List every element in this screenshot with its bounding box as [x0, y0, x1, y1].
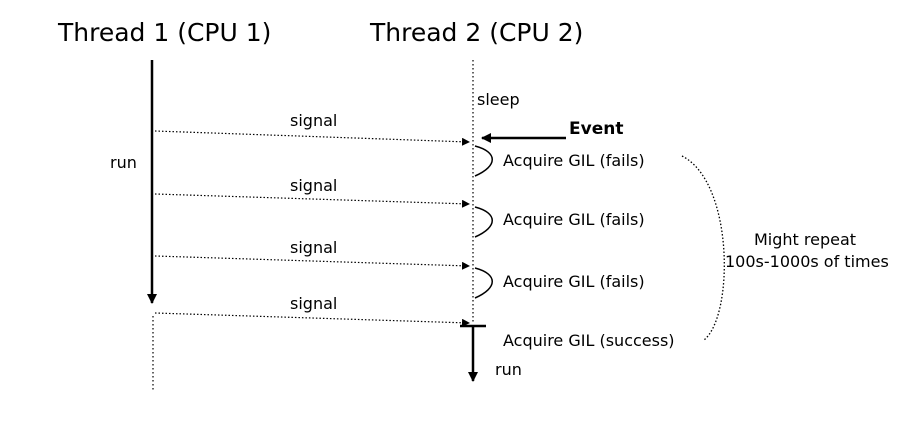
acquire-attempt-curve: [474, 267, 493, 299]
event-label: Event: [569, 119, 624, 139]
signal-label: signal: [290, 176, 338, 195]
repeat-note-line1: Might repeat: [754, 230, 857, 249]
acquire-attempt-curve: [474, 145, 493, 177]
signal-label: signal: [290, 111, 338, 130]
acquire-gil-fails-label: Acquire GIL (fails): [503, 210, 645, 229]
repeat-brace: [681, 155, 725, 341]
signal-arrow: [154, 130, 470, 146]
acquire-gil-success-label: Acquire GIL (success): [503, 331, 675, 350]
signal-arrow: [154, 193, 470, 208]
thread1-title: Thread 1 (CPU 1): [58, 18, 272, 47]
thread1-run-label: run: [110, 153, 137, 172]
repeat-note-line2: 100s-1000s of times: [725, 252, 889, 271]
sleep-label: sleep: [477, 90, 520, 109]
acquire-gil-fails-label: Acquire GIL (fails): [503, 272, 645, 291]
acquire-gil-fails-label: Acquire GIL (fails): [503, 151, 645, 170]
signal-label: signal: [290, 238, 338, 257]
signal-arrow: [154, 255, 470, 270]
thread2-run-label: run: [495, 360, 522, 379]
signal-label: signal: [290, 294, 338, 313]
signal-arrow: [154, 312, 470, 327]
acquire-attempt-curve: [474, 206, 493, 238]
thread2-title: Thread 2 (CPU 2): [370, 18, 584, 47]
